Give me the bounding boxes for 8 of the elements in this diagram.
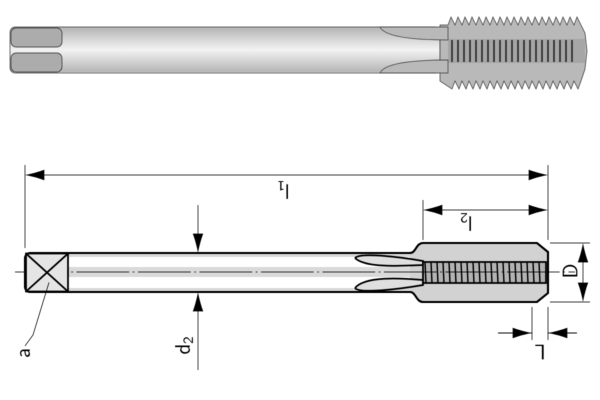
square-drive: [25, 252, 69, 292]
leader-line: [24, 282, 50, 346]
dimension-label: D: [562, 264, 578, 276]
dimension-label: d$_{2}$: [175, 337, 193, 354]
dimension-label: l$_{1}$: [278, 181, 288, 199]
part-letter: a: [20, 350, 30, 357]
dimension-label: L: [535, 344, 544, 360]
dimension-label: l$_{2}$: [461, 213, 471, 231]
